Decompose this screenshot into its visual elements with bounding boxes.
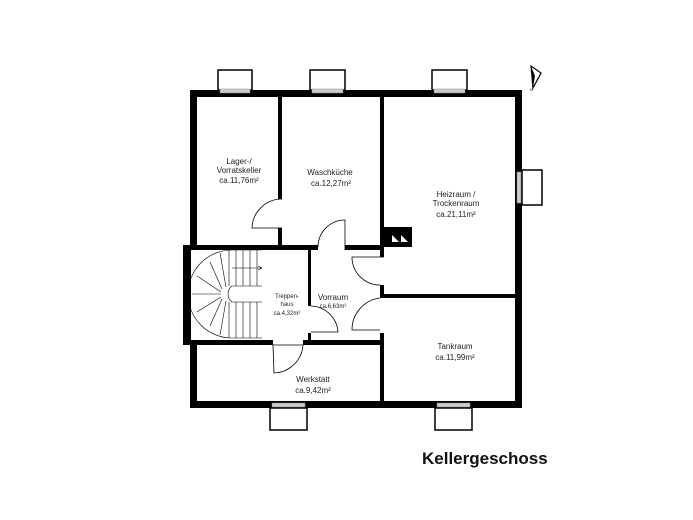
north-arrow: N bbox=[530, 64, 542, 92]
room-name: Tankraum bbox=[437, 342, 472, 351]
room-name: Trockenraum bbox=[433, 199, 480, 208]
room-area: ca.21,11m² bbox=[436, 210, 476, 219]
room-name: Waschküche bbox=[307, 168, 353, 177]
window-glass bbox=[219, 88, 522, 408]
room-area: ca.6,63m² bbox=[320, 304, 347, 310]
room-name: Heizraum / bbox=[437, 190, 476, 199]
room-name: Vorraum bbox=[318, 293, 349, 302]
room-area: ca.11,99m² bbox=[435, 353, 475, 362]
room-name: haus bbox=[280, 302, 293, 308]
floor-title: Kellergeschoss bbox=[422, 449, 548, 468]
staircase bbox=[187, 249, 263, 339]
room-name: Treppen- bbox=[275, 294, 299, 300]
room-area: ca.11,76m² bbox=[219, 176, 259, 185]
chimney-vents bbox=[392, 235, 408, 242]
room-name: Werkstatt bbox=[296, 375, 330, 384]
doors bbox=[251, 198, 384, 374]
room-area: ca.9,42m² bbox=[295, 386, 331, 395]
room-labels: Lager-/ Vorratskeller ca.11,76m² Waschkü… bbox=[217, 157, 480, 395]
room-area: ca.4,32m² bbox=[274, 311, 301, 317]
north-label: N bbox=[530, 87, 533, 92]
room-name: Vorratskeller bbox=[217, 166, 262, 175]
room-area: ca.12,27m² bbox=[311, 179, 351, 188]
room-name: Lager-/ bbox=[226, 157, 252, 166]
